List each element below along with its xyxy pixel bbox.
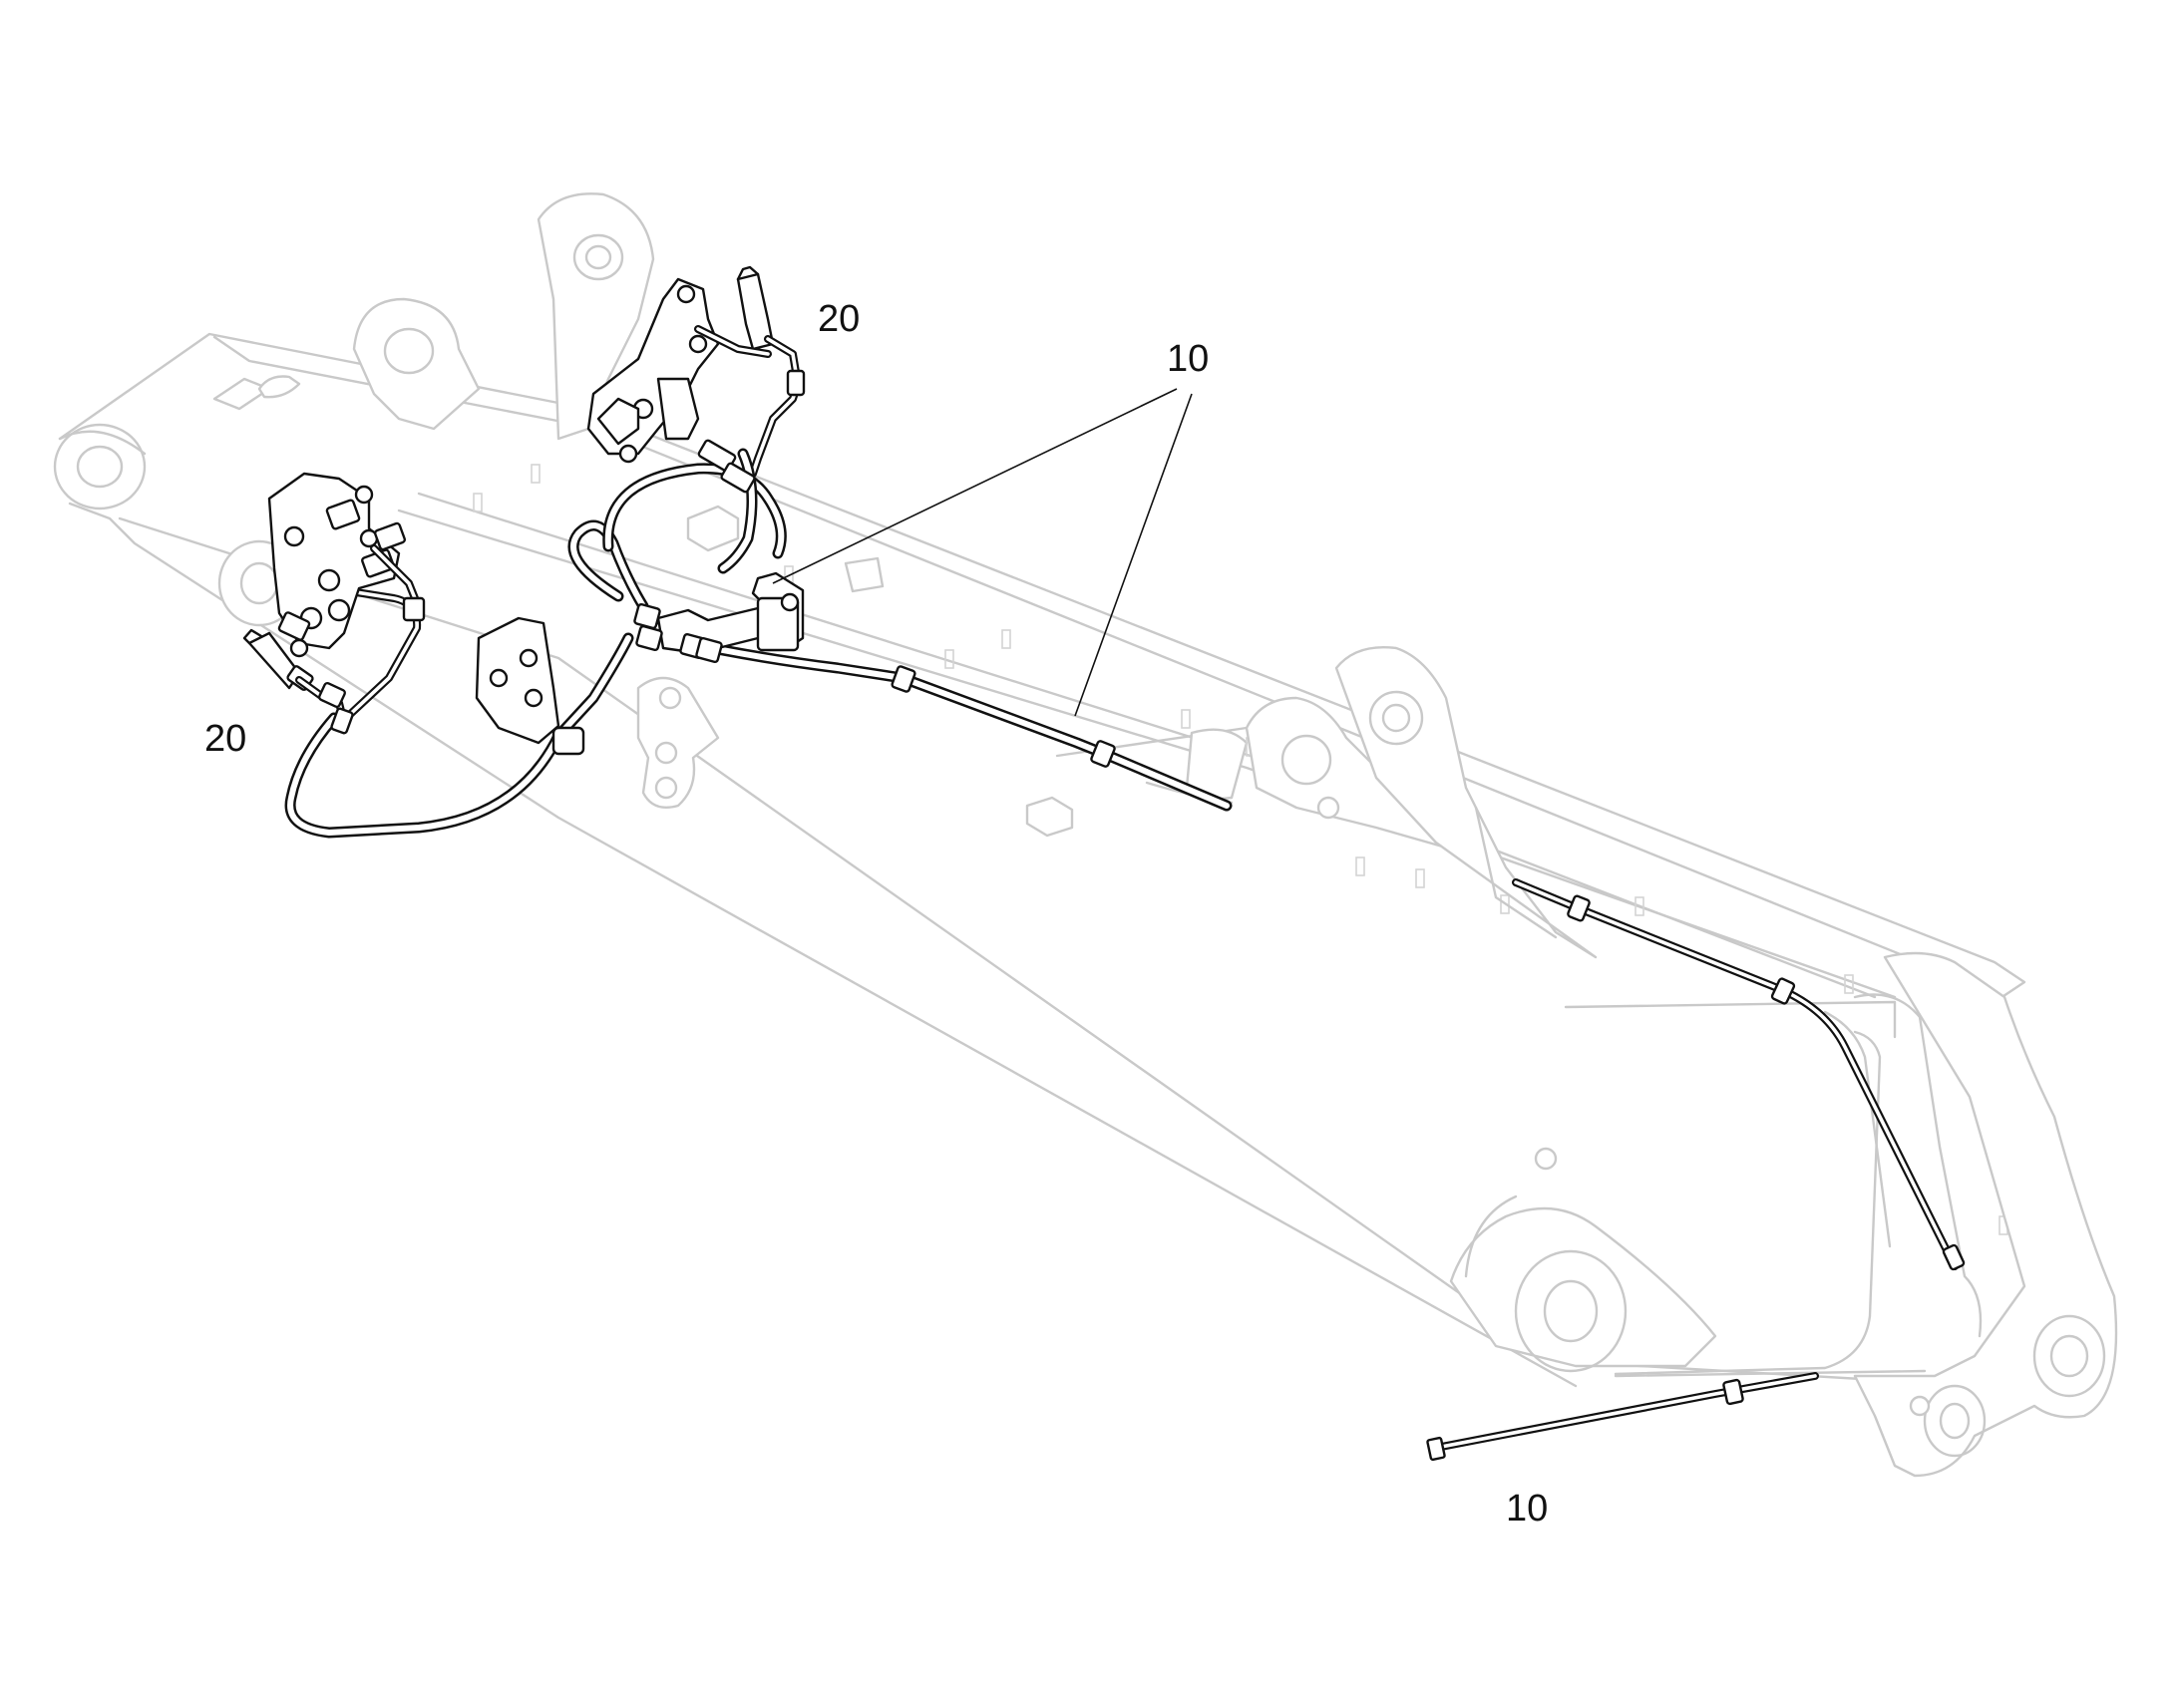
center-fitting-bracket	[633, 571, 805, 664]
hose-assembly-10	[284, 463, 1966, 1462]
pilot-valve-right-20	[586, 265, 806, 574]
hose-clamp-bracket	[475, 616, 585, 756]
callout-20-left: 20	[204, 718, 246, 760]
callout-20-right: 20	[818, 298, 860, 340]
boom-structure	[53, 192, 2118, 1478]
pilot-valve-left-20	[242, 472, 426, 735]
callout-10-bottom: 10	[1506, 1488, 1548, 1530]
callout-10-top: 10	[1167, 338, 1209, 380]
callout-leaders	[772, 388, 1193, 717]
